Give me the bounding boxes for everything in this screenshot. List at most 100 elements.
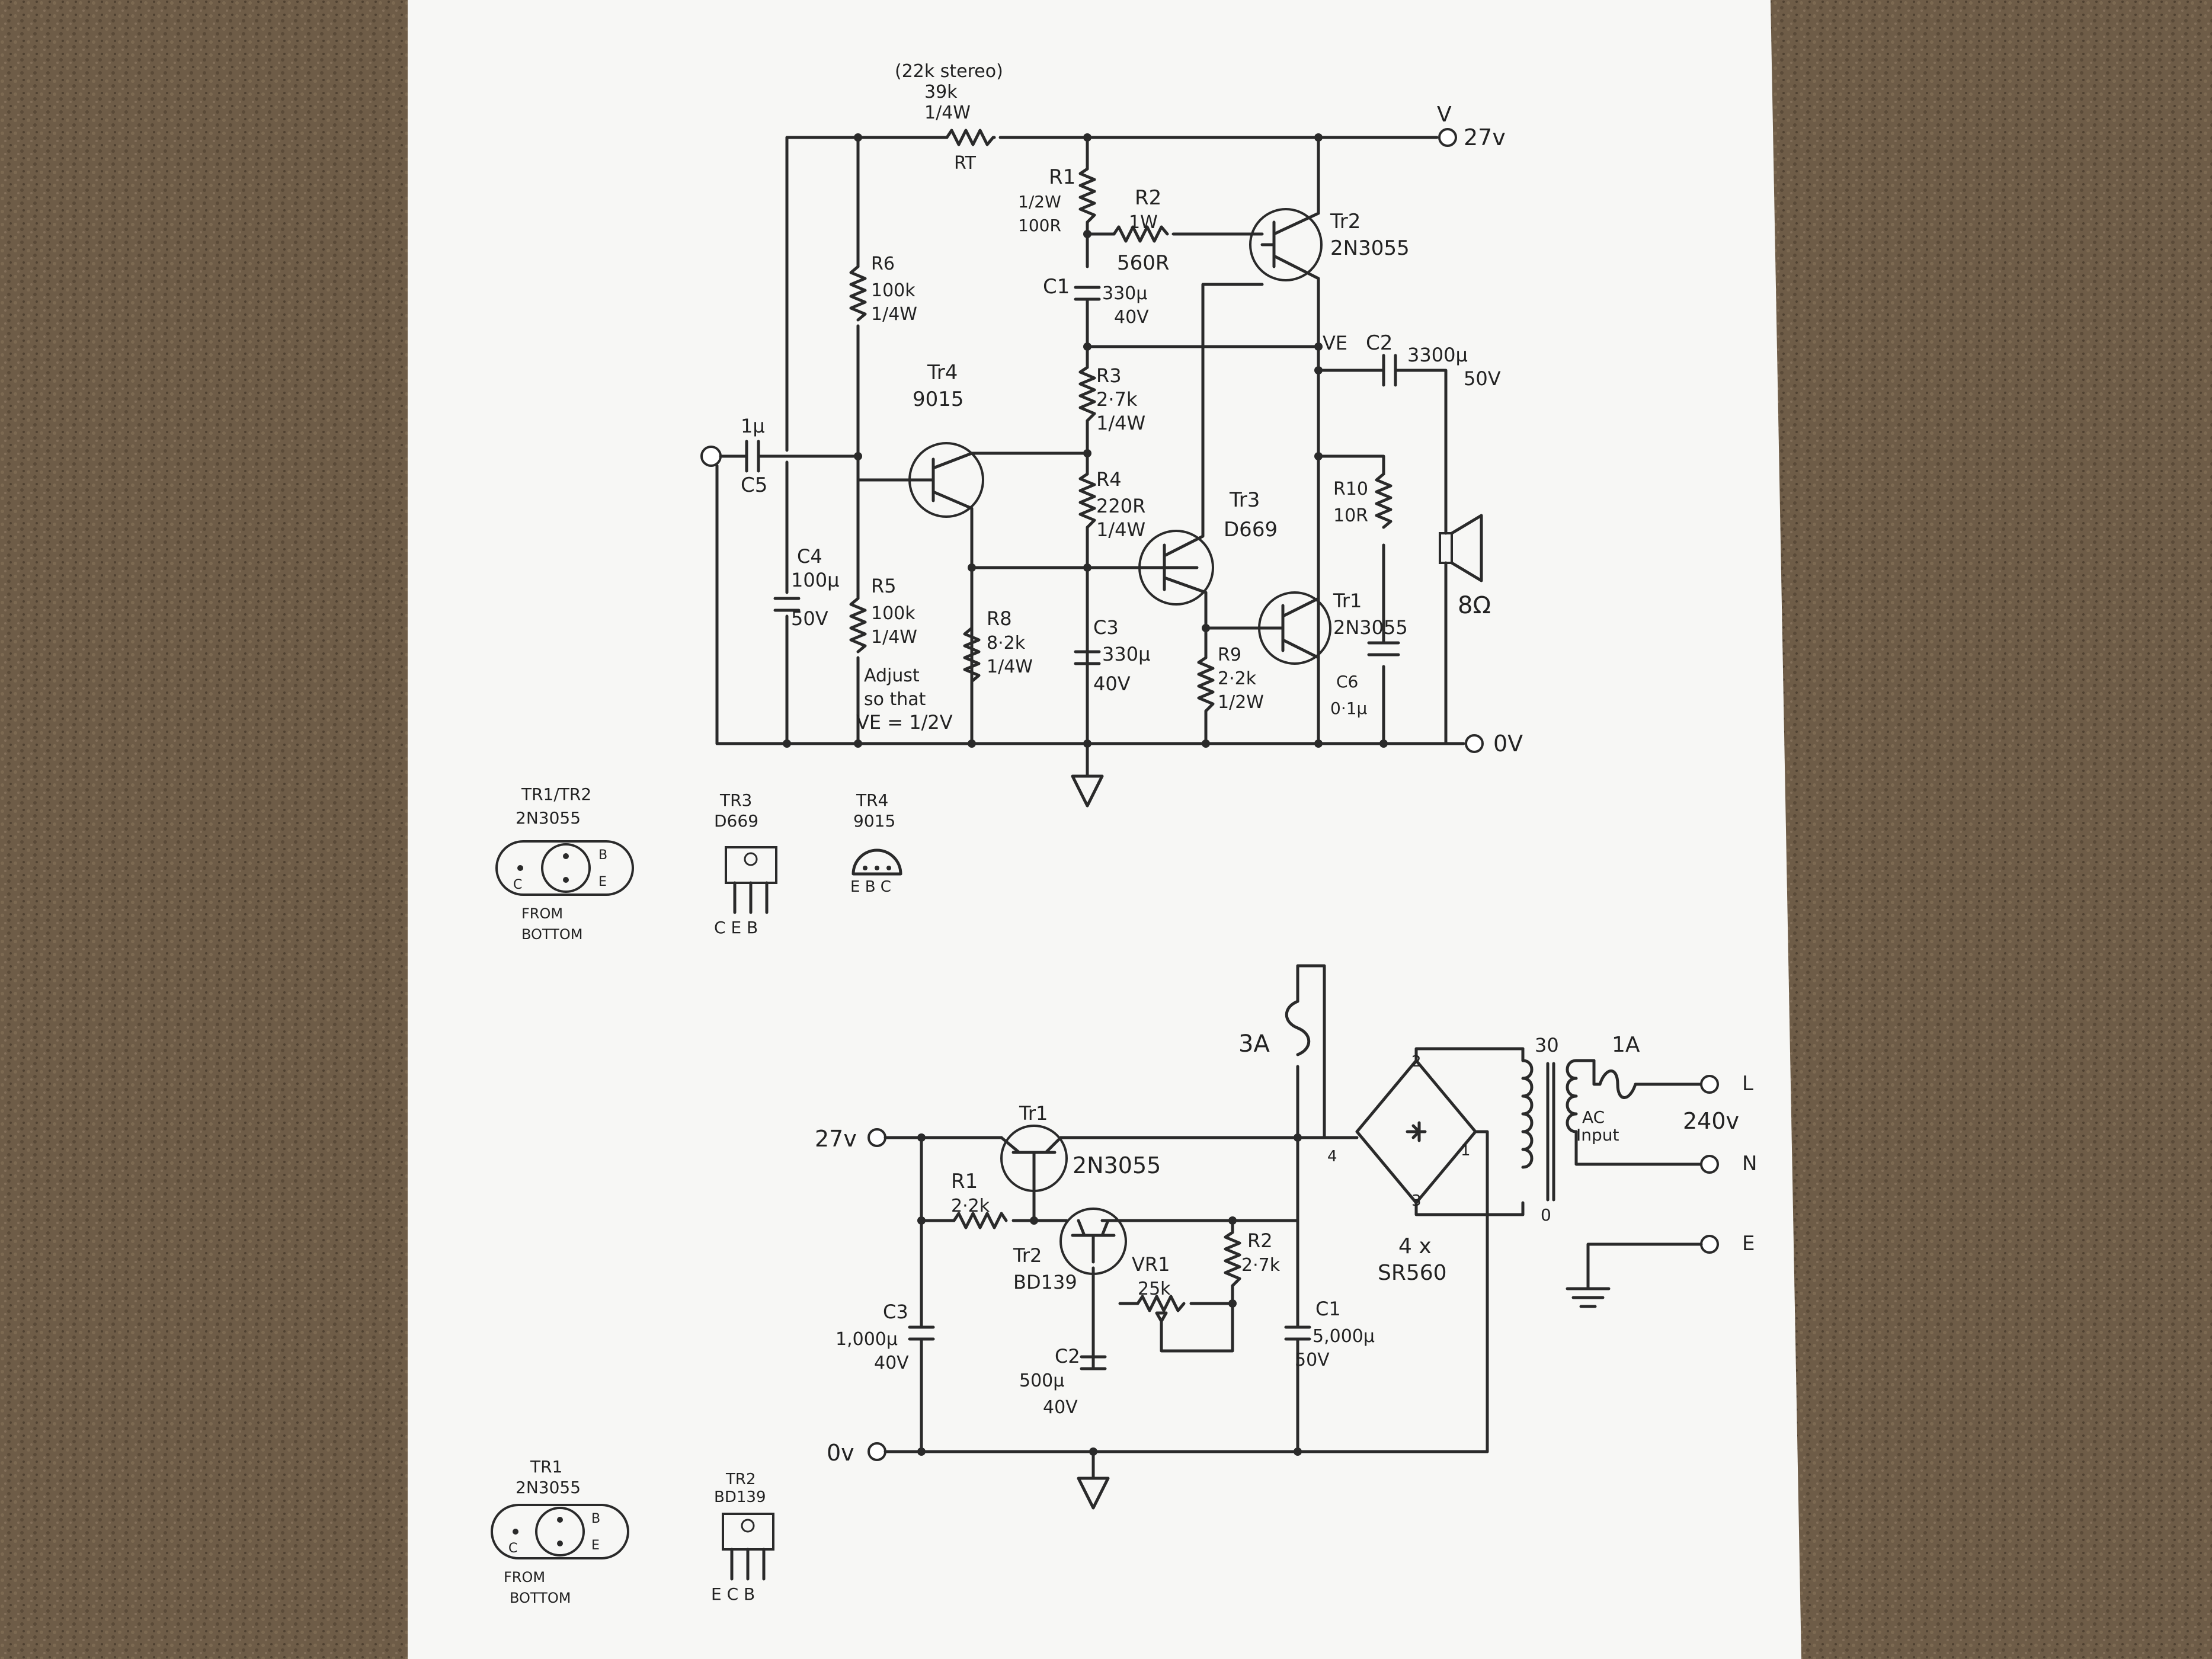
- r2-resistor: [1112, 225, 1169, 243]
- r3-value: 2·7k: [1096, 388, 1138, 411]
- terminal-n: [1700, 1155, 1719, 1174]
- speaker-impedance: 8Ω: [1458, 592, 1491, 619]
- bridge-pin-4: 4: [1327, 1148, 1337, 1165]
- amplifier-schematic: (22k stereo) 39k 1/4W RT V 27v R1 1/2W 1…: [700, 61, 1523, 808]
- psu-c1-name: C1: [1315, 1298, 1341, 1320]
- tr3-transistor: [1138, 530, 1214, 606]
- r5-name: R5: [871, 575, 897, 597]
- rt-resistor: [945, 129, 996, 146]
- r4-power: 1/4W: [1096, 518, 1145, 541]
- c4-name: C4: [797, 545, 822, 568]
- psu-c2-voltage: 40V: [1043, 1397, 1078, 1418]
- r9-power: 1/2W: [1218, 692, 1264, 713]
- psu-c2-value: 500µ: [1019, 1370, 1064, 1391]
- r1-value: 100R: [1018, 216, 1061, 235]
- tr2-transistor: [1249, 208, 1323, 281]
- pinout-tr3-title: TR3: [719, 790, 752, 810]
- pinout-tr4-type: 9015: [853, 811, 895, 831]
- c6-value: 0·1µ: [1330, 699, 1368, 718]
- rt-name: RT: [954, 153, 977, 174]
- c3-voltage: 40V: [1093, 672, 1131, 695]
- terminal-e-label: E: [1742, 1232, 1755, 1256]
- rt-power: 1/4W: [924, 103, 971, 123]
- r8-power: 1/4W: [987, 656, 1033, 677]
- r3-power: 1/4W: [1096, 412, 1145, 434]
- pinout-tr3-type: D669: [714, 811, 758, 831]
- paper-page: [408, 0, 1801, 1659]
- input-terminal: [700, 446, 722, 467]
- r3-resistor: [1078, 366, 1096, 422]
- c6-name: C6: [1336, 672, 1358, 691]
- supply-voltage: 27v: [1464, 124, 1506, 150]
- r5-power: 1/4W: [871, 627, 917, 648]
- psu-out-terminal: [867, 1128, 886, 1147]
- pinout-tr1tr2-note2: BOTTOM: [521, 926, 582, 943]
- r10-resistor: [1375, 472, 1392, 529]
- tr3-type: D669: [1224, 518, 1278, 542]
- pinout-tr1tr2-type: 2N3055: [516, 808, 581, 828]
- tr3-name: Tr3: [1229, 488, 1260, 512]
- r6-resistor: [849, 265, 867, 322]
- c3-capacitor: [1074, 650, 1101, 665]
- to3-package-icon-bottom: [491, 1504, 629, 1559]
- pinout-tr3-pins: C E B: [714, 918, 758, 937]
- psu-c3-name: C3: [883, 1301, 908, 1323]
- psu-tr2-type: BD139: [1013, 1271, 1077, 1293]
- vr1-potentiometer: [1136, 1295, 1186, 1312]
- psu-ground-terminal: [867, 1442, 886, 1461]
- r4-value: 220R: [1096, 495, 1145, 517]
- psu-c2-name: C2: [1055, 1345, 1080, 1367]
- supply-terminal: [1438, 128, 1457, 147]
- psu-tr1-type: 2N3055: [1073, 1152, 1161, 1178]
- c1-name: C1: [1043, 275, 1070, 299]
- c1-value: 330µ: [1102, 283, 1147, 304]
- psu-tr1-name: Tr1: [1019, 1102, 1048, 1125]
- pinout-tr1tr2-b: B: [598, 848, 607, 863]
- ac-input-2: Input: [1576, 1125, 1619, 1145]
- r10-name: R10: [1333, 479, 1368, 499]
- ground-terminal: [1465, 734, 1484, 753]
- fuse-3a: [1285, 1000, 1311, 1056]
- r1-resistor: [1078, 167, 1096, 224]
- pinout-tr1tr2-title: TR1/TR2: [521, 784, 591, 804]
- transformer-primary: [1566, 1059, 1578, 1133]
- r1-name: R1: [1049, 165, 1075, 189]
- tr1-transistor: [1258, 591, 1331, 665]
- mains-fuse: [1598, 1069, 1637, 1099]
- c4-value: 100µ: [791, 569, 839, 591]
- psu-r1-resistor: [952, 1212, 1008, 1229]
- r9-value: 2·2k: [1218, 668, 1257, 689]
- c5-value: 1µ: [741, 415, 765, 437]
- pinout-tr1tr2-c: C: [513, 877, 522, 892]
- psu-c1-voltage: 50V: [1295, 1350, 1330, 1370]
- r2-name: R2: [1135, 186, 1161, 210]
- bridge-pin-1: 1: [1461, 1142, 1471, 1160]
- pinout-b-tr1-title: TR1: [530, 1457, 562, 1477]
- c1-capacitor: [1074, 286, 1101, 348]
- r10-value: 10R: [1333, 505, 1368, 526]
- earth-icon: [1566, 1287, 1611, 1308]
- tr2-type: 2N3055: [1330, 236, 1410, 260]
- r6-power: 1/4W: [871, 304, 917, 325]
- c5-name: C5: [741, 473, 767, 497]
- bridge-type: SR560: [1378, 1261, 1447, 1285]
- psu-c1-value: 5,000µ: [1313, 1326, 1375, 1347]
- c6-capacitor: [1367, 641, 1400, 656]
- to3-package-icon: [495, 840, 634, 896]
- psu-r2-value: 2·7k: [1241, 1255, 1281, 1276]
- tf-tap-30: 30: [1535, 1034, 1559, 1056]
- pinout-b-tr1-type: 2N3055: [516, 1478, 581, 1497]
- psu-ground-icon: [1077, 1477, 1110, 1510]
- psu-out-voltage: 27v: [815, 1126, 857, 1152]
- pinout-b-tr2-pins: E C B: [711, 1584, 755, 1604]
- pinout-b-tr1-note1: FROM: [504, 1569, 545, 1586]
- psu-ground-label: 0v: [827, 1440, 854, 1466]
- r9-resistor: [1197, 656, 1215, 713]
- c5-capacitor: [745, 440, 760, 473]
- r1-power: 1/2W: [1018, 192, 1061, 212]
- stereo-note: (22k stereo): [895, 61, 1003, 82]
- r8-value: 8·2k: [987, 633, 1026, 654]
- r6-name: R6: [871, 254, 895, 274]
- psu-c1-capacitor: [1284, 1136, 1311, 1453]
